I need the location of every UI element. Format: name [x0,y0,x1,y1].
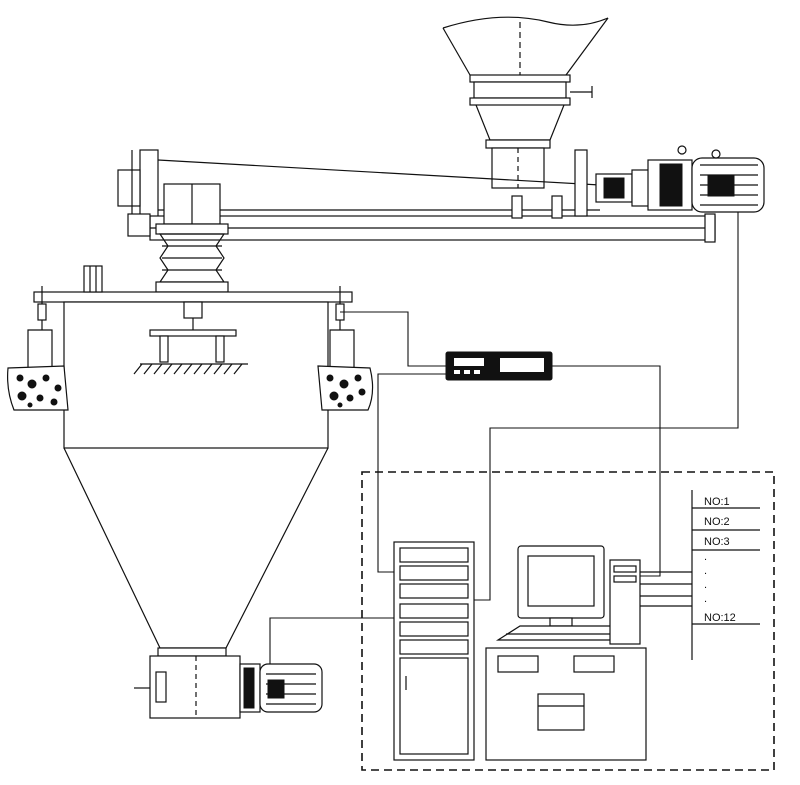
conveyor-motor [647,145,765,213]
svg-text:.: . [704,593,707,605]
monitor [517,545,605,627]
weigh-vessel [33,265,353,657]
left-support [7,286,69,411]
flexible-bellows [155,183,229,293]
screw-conveyor [117,149,716,243]
computer-desk [485,647,647,761]
control-cabinet [393,541,475,761]
channel-label-1: NO:1 [704,496,730,508]
valve-motor [259,663,323,713]
wiring [269,212,739,664]
channel-label-2: NO:2 [704,516,730,528]
computer-tower [609,559,641,645]
channel-label-3: NO:3 [704,536,730,548]
svg-text:.: . [704,565,707,577]
channel-bus: . . . . [640,490,760,660]
rotary-valve [134,655,261,719]
weighing-indicator [445,351,553,381]
feed-hopper [442,16,609,189]
svg-text:.: . [704,579,707,591]
right-support [317,286,374,411]
channel-label-12: NO:12 [704,612,736,624]
svg-text:.: . [704,551,707,563]
keyboard [495,625,630,641]
control-room-boundary [361,471,775,771]
